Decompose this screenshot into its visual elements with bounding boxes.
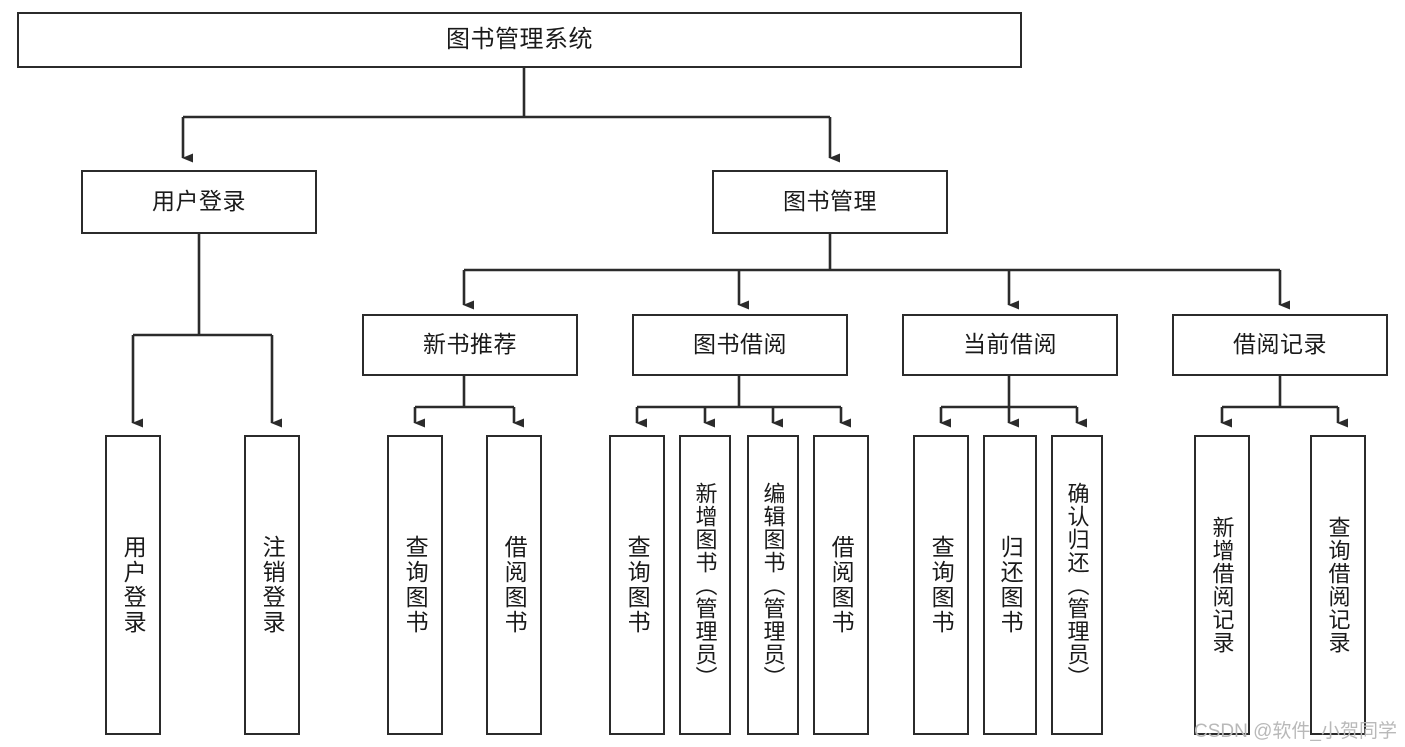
node-leaf-query-book-2-label: 查询图书 bbox=[624, 535, 651, 635]
node-new-book-recommend-label: 新书推荐 bbox=[423, 331, 517, 358]
node-leaf-query-record[interactable]: 查询借阅记录 bbox=[1310, 435, 1366, 735]
node-leaf-logout-login-label: 注销登录 bbox=[259, 535, 286, 635]
node-user-login[interactable]: 用户登录 bbox=[81, 170, 317, 234]
node-leaf-add-book[interactable]: 新增图书（管理员） bbox=[679, 435, 731, 735]
node-root[interactable]: 图书管理系统 bbox=[17, 12, 1022, 68]
node-leaf-query-book-2[interactable]: 查询图书 bbox=[609, 435, 665, 735]
node-leaf-borrow-book-2-label: 借阅图书 bbox=[828, 535, 855, 635]
node-leaf-add-book-label: 新增图书（管理员） bbox=[692, 481, 718, 689]
csdn-watermark: CSDN @软件_小贺同学 bbox=[1194, 721, 1397, 742]
node-leaf-borrow-book-1-label: 借阅图书 bbox=[501, 535, 528, 635]
node-user-login-label: 用户登录 bbox=[152, 188, 246, 215]
node-root-label: 图书管理系统 bbox=[446, 25, 593, 53]
node-leaf-add-record[interactable]: 新增借阅记录 bbox=[1194, 435, 1250, 735]
node-book-borrow[interactable]: 图书借阅 bbox=[632, 314, 848, 376]
node-leaf-return-book-label: 归还图书 bbox=[997, 535, 1024, 635]
node-book-borrow-label: 图书借阅 bbox=[693, 331, 787, 358]
node-borrow-record[interactable]: 借阅记录 bbox=[1172, 314, 1388, 376]
node-leaf-user-login-label: 用户登录 bbox=[120, 535, 147, 635]
node-leaf-query-book-3-label: 查询图书 bbox=[928, 535, 955, 635]
node-leaf-query-book-1[interactable]: 查询图书 bbox=[387, 435, 443, 735]
node-leaf-add-record-label: 新增借阅记录 bbox=[1209, 516, 1235, 654]
node-leaf-logout-login[interactable]: 注销登录 bbox=[244, 435, 300, 735]
node-current-borrow-label: 当前借阅 bbox=[963, 331, 1057, 358]
node-leaf-query-record-label: 查询借阅记录 bbox=[1325, 516, 1351, 654]
node-leaf-query-book-3[interactable]: 查询图书 bbox=[913, 435, 969, 735]
node-leaf-borrow-book-1[interactable]: 借阅图书 bbox=[486, 435, 542, 735]
node-new-book-recommend[interactable]: 新书推荐 bbox=[362, 314, 578, 376]
node-leaf-edit-book[interactable]: 编辑图书（管理员） bbox=[747, 435, 799, 735]
node-leaf-edit-book-label: 编辑图书（管理员） bbox=[760, 481, 786, 689]
node-leaf-query-book-1-label: 查询图书 bbox=[402, 535, 429, 635]
node-leaf-user-login[interactable]: 用户登录 bbox=[105, 435, 161, 735]
node-book-manage[interactable]: 图书管理 bbox=[712, 170, 948, 234]
node-borrow-record-label: 借阅记录 bbox=[1233, 331, 1327, 358]
node-leaf-borrow-book-2[interactable]: 借阅图书 bbox=[813, 435, 869, 735]
node-leaf-confirm-return[interactable]: 确认归还（管理员） bbox=[1051, 435, 1103, 735]
node-leaf-confirm-return-label: 确认归还（管理员） bbox=[1064, 481, 1090, 689]
node-book-manage-label: 图书管理 bbox=[783, 188, 877, 215]
node-leaf-return-book[interactable]: 归还图书 bbox=[983, 435, 1037, 735]
node-current-borrow[interactable]: 当前借阅 bbox=[902, 314, 1118, 376]
